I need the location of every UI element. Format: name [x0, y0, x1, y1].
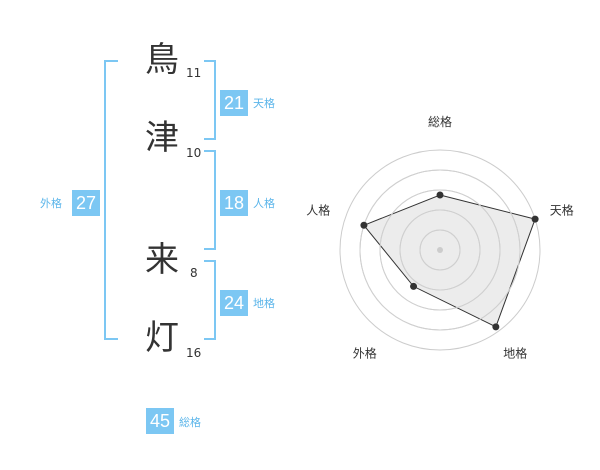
radar-axis-label: 地格: [503, 346, 527, 361]
radar-point: [360, 221, 368, 229]
soukaku-value: 45: [146, 408, 174, 434]
jinkaku-bracket: [204, 150, 216, 250]
radar-grid-ring: [419, 229, 461, 271]
tenkaku-bracket: [204, 60, 216, 140]
name-char-1: 鳥: [145, 40, 179, 80]
stroke-count-2: 10: [186, 146, 202, 160]
name-char-2: 津: [145, 118, 179, 158]
radar-point: [410, 282, 418, 290]
chikaku-bracket: [204, 260, 216, 340]
name-char-3: 来: [145, 240, 179, 280]
tenkaku-value: 21: [220, 90, 248, 116]
tenkaku-label: 天格: [253, 97, 275, 110]
radar-grid-ring: [399, 209, 481, 291]
radar-center-dot: [437, 247, 443, 253]
chikaku-value: 24: [220, 290, 248, 316]
stroke-count-1: 11: [186, 66, 202, 80]
radar-axis-label: 外格: [353, 346, 377, 361]
gaikaku-label: 外格: [40, 197, 62, 210]
radar-axis-label: 総格: [428, 114, 452, 129]
soukaku-label: 総格: [179, 416, 201, 429]
name-char-4: 灯: [145, 318, 179, 358]
radar-point: [531, 215, 539, 223]
gaikaku-value: 27: [72, 190, 100, 216]
radar-axis-label: 人格: [306, 202, 330, 217]
radar-grid-ring: [379, 189, 501, 311]
radar-point: [436, 191, 444, 199]
radar-grid-ring: [359, 169, 521, 331]
radar-axis-label: 天格: [550, 202, 574, 217]
jinkaku-label: 人格: [253, 197, 275, 210]
gaikaku-bracket: [104, 60, 118, 340]
stroke-count-4: 16: [186, 346, 202, 360]
jinkaku-value: 18: [220, 190, 248, 216]
radar-point: [492, 323, 500, 331]
stroke-count-3: 8: [190, 266, 198, 280]
chikaku-label: 地格: [253, 297, 275, 310]
